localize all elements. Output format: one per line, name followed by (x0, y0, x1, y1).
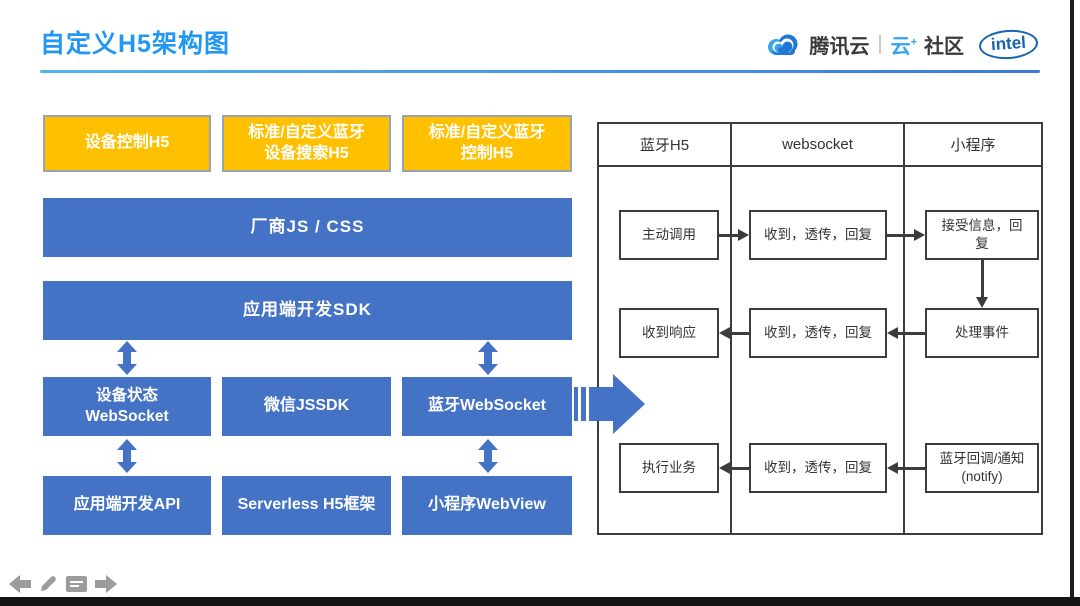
arrow-row1-seg1 (719, 234, 738, 237)
header-underline (40, 70, 1040, 73)
striped-flow-arrow (574, 374, 645, 434)
arrow-row2-seg1 (898, 332, 925, 335)
next-slide-icon[interactable] (94, 574, 117, 594)
block-device-state-websocket: 设备状态 WebSocket (43, 377, 211, 436)
block-app-api: 应用端开发API (43, 476, 211, 535)
arrowhead-row3-seg2 (719, 461, 730, 474)
previous-slide-icon[interactable] (9, 574, 32, 594)
seq-box-receive-reply: 接受信息，回 复 (925, 210, 1039, 260)
comment-icon[interactable] (66, 574, 88, 594)
page-title: 自定义H5架构图 (40, 30, 230, 58)
intel-logo: intel (978, 27, 1039, 62)
pen-icon[interactable] (38, 573, 60, 594)
window-right-edge (1070, 0, 1074, 597)
seq-box-relay-2: 收到，透传，回复 (749, 308, 887, 358)
column-separator-2 (903, 124, 905, 533)
seq-box-relay-3: 收到，透传，回复 (749, 443, 887, 493)
seq-box-process-event: 处理事件 (925, 308, 1039, 358)
arrow-row3-seg1 (898, 467, 925, 470)
seq-box-relay-1: 收到，透传，回复 (749, 210, 887, 260)
community-yun-logo: 云+ (890, 36, 918, 58)
presentation-controls (9, 573, 117, 594)
block-device-control-h5: 设备控制H5 (43, 115, 211, 172)
community-wordmark: 社区 (924, 36, 965, 58)
block-bluetooth-control-h5: 标准/自定义蓝牙 控制H5 (402, 115, 572, 172)
seq-box-bluetooth-notify: 蓝牙回调/通知 (notify) (925, 443, 1039, 493)
column-header-miniprogram: 小程序 (950, 137, 996, 154)
sequence-diagram-panel: 蓝牙H5 websocket 小程序 主动调用 收到，透传，回复 接受信息，回 … (597, 122, 1043, 535)
brand-logos: 腾讯云 | 云+ 社区 intel (766, 27, 1039, 62)
block-miniprogram-webview: 小程序WebView (402, 476, 572, 535)
block-serverless-h5: Serverless H5框架 (222, 476, 391, 535)
column-header-websocket: websocket (782, 136, 853, 153)
block-bluetooth-websocket: 蓝牙WebSocket (402, 377, 572, 436)
window-bottom-bar (0, 597, 1080, 606)
block-vendor-js-css: 厂商JS / CSS (43, 198, 572, 257)
arrow-row2-seg2 (730, 332, 749, 335)
seq-box-execute-business: 执行业务 (619, 443, 719, 493)
column-separator-1 (730, 124, 732, 533)
arrowhead-row2-seg1 (887, 326, 898, 339)
arrow-row1-seg2 (887, 234, 914, 237)
seq-box-active-call: 主动调用 (619, 210, 719, 260)
arrow-receive-to-process (981, 260, 984, 298)
header-row-border (599, 165, 1041, 167)
brand-divider: | (877, 33, 883, 55)
double-arrow-sdk-bt-websocket (478, 341, 498, 375)
double-arrow-bt-websocket-webview (478, 439, 498, 473)
block-wechat-jssdk: 微信JSSDK (222, 377, 391, 436)
double-arrow-sdk-websocket (117, 341, 137, 375)
double-arrow-websocket-api (117, 439, 137, 473)
column-header-bluetooth-h5: 蓝牙H5 (639, 137, 690, 154)
block-bluetooth-search-h5: 标准/自定义蓝牙 设备搜索H5 (222, 115, 391, 172)
seq-box-got-response: 收到响应 (619, 308, 719, 358)
block-app-sdk: 应用端开发SDK (43, 281, 572, 340)
tencent-cloud-wordmark: 腾讯云 (809, 36, 870, 58)
arrowhead-row1-seg2 (914, 228, 925, 241)
arrow-row3-seg2 (730, 467, 749, 470)
arrowhead-row3-seg1 (887, 461, 898, 474)
arrowhead-row1-seg1 (738, 228, 749, 241)
arrowhead-receive-to-process (976, 297, 988, 308)
architecture-stack: 设备控制H5 标准/自定义蓝牙 设备搜索H5 标准/自定义蓝牙 控制H5 厂商J… (43, 115, 572, 535)
arrowhead-row2-seg2 (719, 326, 730, 339)
tencent-cloud-icon (768, 34, 798, 55)
